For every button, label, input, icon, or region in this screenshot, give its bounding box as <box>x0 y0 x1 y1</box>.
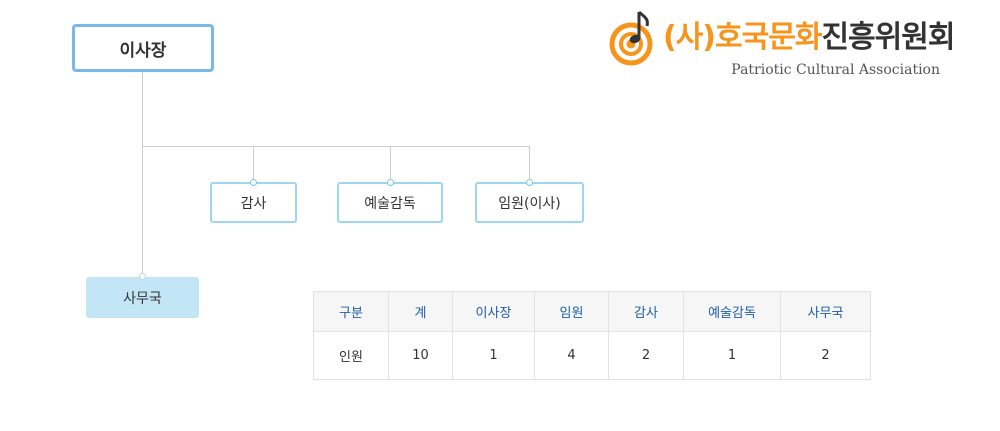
logo-rest: 진흥위원회 <box>821 20 955 55</box>
org-sub-label: 감사 <box>240 195 267 212</box>
table-header-cell: 예술감독 <box>683 291 781 332</box>
table-header-cell: 계 <box>388 291 453 332</box>
connector-dot <box>526 179 533 186</box>
connector-vertical-main <box>142 72 143 277</box>
connector-horizontal <box>142 146 530 147</box>
org-head-label: 이사장 <box>119 40 167 61</box>
org-sub-box-executives: 임원(이사) <box>475 182 584 223</box>
table-header-cell: 구분 <box>313 291 389 332</box>
table-header-cell: 이사장 <box>452 291 535 332</box>
org-office-label: 사무국 <box>123 290 162 307</box>
staff-table: 구분 계 이사장 임원 감사 예술감독 사무국 인원 10 1 4 2 1 2 <box>313 291 871 380</box>
logo-accent: 호국문화 <box>715 20 822 55</box>
table-header-cell: 사무국 <box>780 291 871 332</box>
table-cell: 2 <box>780 331 871 380</box>
logo-prefix: (사) <box>663 20 716 55</box>
table-cell: 4 <box>534 331 609 380</box>
music-note-circle-icon <box>609 8 657 66</box>
org-head-box: 이사장 <box>72 24 214 72</box>
table-row: 인원 10 1 4 2 1 2 <box>313 331 871 380</box>
table-cell: 인원 <box>313 331 389 380</box>
connector-dot <box>250 179 257 186</box>
connector-drop-2 <box>390 146 391 182</box>
table-header-cell: 임원 <box>534 291 609 332</box>
connector-dot <box>139 273 146 280</box>
org-sub-box-audit: 감사 <box>210 182 297 223</box>
table-header-cell: 감사 <box>608 291 684 332</box>
logo-english: Patriotic Cultural Association <box>731 62 940 78</box>
org-sub-label: 예술감독 <box>364 195 416 212</box>
org-sub-box-art-director: 예술감독 <box>337 182 443 223</box>
table-cell: 10 <box>388 331 453 380</box>
logo-title: (사)호국문화진흥위원회 <box>663 16 955 60</box>
org-office-box: 사무국 <box>86 277 199 318</box>
connector-drop-1 <box>253 146 254 182</box>
table-cell: 1 <box>683 331 781 380</box>
table-header-row: 구분 계 이사장 임원 감사 예술감독 사무국 <box>313 291 871 332</box>
connector-drop-3 <box>529 146 530 182</box>
table-cell: 2 <box>608 331 684 380</box>
connector-dot <box>387 179 394 186</box>
table-cell: 1 <box>452 331 535 380</box>
org-sub-label: 임원(이사) <box>498 195 561 212</box>
